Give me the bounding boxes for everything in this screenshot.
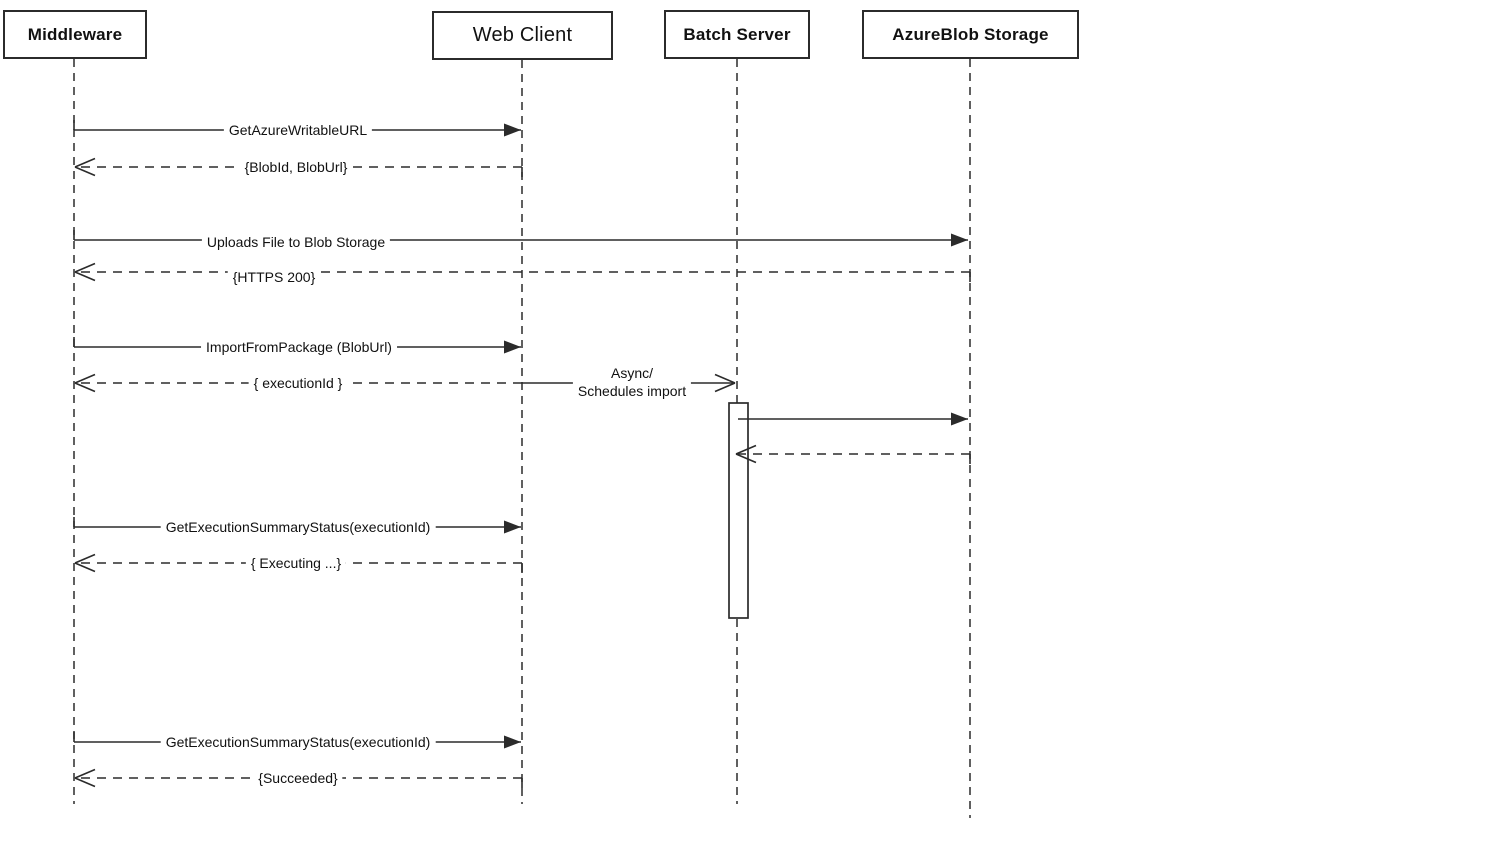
message-label-import-from-package: ImportFromPackage (BlobUrl) bbox=[201, 336, 397, 358]
participant-web-client-label: Web Client bbox=[472, 24, 573, 46]
message-label-succeeded: {Succeeded} bbox=[253, 767, 343, 789]
message-label-blobid-bloburl: {BlobId, BlobUrl} bbox=[239, 156, 353, 178]
message-label-async-schedules-import: Async/ Schedules import bbox=[572, 362, 692, 402]
participant-web-client: Web Client bbox=[432, 11, 613, 60]
message-label-get-azure-writable-url: GetAzureWritableURL bbox=[223, 119, 373, 141]
message-label-get-execution-summary-status-1: GetExecutionSummaryStatus(executionId) bbox=[160, 516, 436, 538]
participant-middleware-label: Middleware bbox=[27, 24, 123, 44]
message-label-get-execution-summary-status-2: GetExecutionSummaryStatus(executionId) bbox=[160, 731, 436, 753]
participant-batch-server: Batch Server bbox=[664, 10, 810, 59]
message-label-https-200: {HTTPS 200} bbox=[227, 266, 321, 288]
participant-middleware: Middleware bbox=[3, 10, 147, 59]
participant-batch-server-label: Batch Server bbox=[683, 24, 791, 44]
message-label-executing: { Executing ...} bbox=[245, 552, 347, 574]
participant-azureblob-storage: AzureBlob Storage bbox=[862, 10, 1079, 59]
participant-azureblob-storage-label: AzureBlob Storage bbox=[892, 24, 1049, 44]
message-label-uploads-file-to-blob-storage: Uploads File to Blob Storage bbox=[201, 231, 391, 253]
message-label-execution-id: { executionId } bbox=[248, 372, 348, 394]
